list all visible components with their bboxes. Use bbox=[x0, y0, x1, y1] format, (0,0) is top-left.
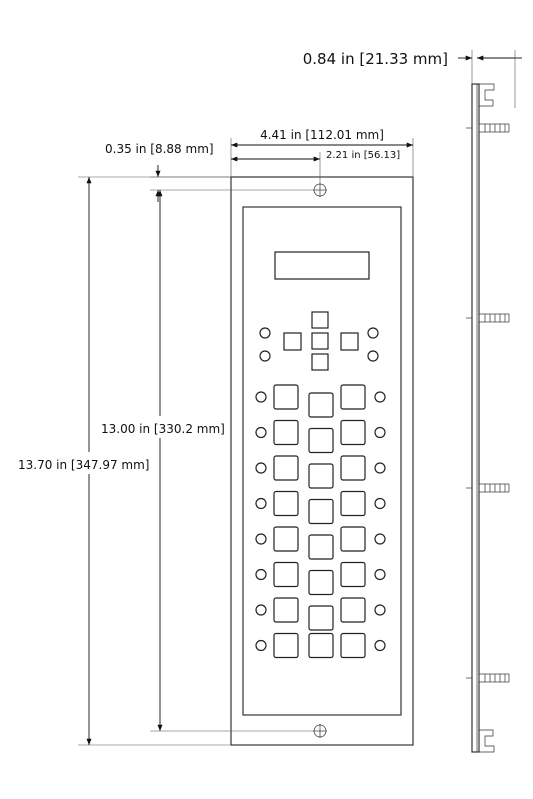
nav-key-up bbox=[311, 311, 329, 329]
side-profile bbox=[471, 83, 480, 753]
indicator-led bbox=[259, 327, 271, 339]
function-key bbox=[273, 526, 299, 552]
nav-key-down bbox=[311, 353, 329, 371]
row-led-right bbox=[374, 533, 386, 545]
depth-dimension-label: 0.84 in [21.33 mm] bbox=[303, 50, 448, 68]
function-key bbox=[340, 632, 366, 659]
side-connector bbox=[466, 123, 510, 133]
nav-key-center bbox=[311, 332, 329, 350]
function-key-rows bbox=[255, 384, 386, 659]
function-key bbox=[273, 384, 299, 410]
function-key bbox=[273, 561, 299, 588]
function-key bbox=[340, 597, 366, 623]
function-key bbox=[340, 490, 366, 517]
function-key bbox=[308, 463, 334, 489]
indicator-led bbox=[259, 350, 271, 362]
row-led-right bbox=[374, 497, 386, 510]
row-led-right bbox=[374, 604, 386, 616]
navigation-keypad bbox=[259, 311, 379, 371]
function-key bbox=[308, 605, 334, 631]
height-dimension-label: 13.70 in [347.97 mm] bbox=[18, 458, 149, 472]
bottom-clip bbox=[479, 729, 495, 753]
side-connector bbox=[466, 313, 510, 323]
function-key bbox=[340, 384, 366, 410]
width-dimension-label: 4.41 in [112.01 mm] bbox=[260, 128, 384, 142]
function-key bbox=[273, 632, 299, 659]
function-key bbox=[340, 419, 366, 446]
function-key bbox=[308, 392, 334, 418]
function-key bbox=[273, 419, 299, 446]
function-key bbox=[308, 498, 334, 525]
side-connectors bbox=[466, 123, 510, 683]
nav-key-left bbox=[283, 332, 302, 351]
row-led-right bbox=[374, 391, 386, 403]
dimension-annotations: 0.84 in [21.33 mm] 4.41 in [112.01 mm] 2… bbox=[18, 50, 522, 746]
hole-spacing-dimension-label: 13.00 in [330.2 mm] bbox=[101, 422, 225, 436]
function-key bbox=[308, 534, 334, 560]
row-led-left bbox=[255, 568, 267, 581]
hole-offset-dimension-label: 0.35 in [8.88 mm] bbox=[105, 142, 214, 156]
function-key bbox=[273, 490, 299, 517]
top-clip bbox=[479, 83, 495, 107]
row-led-right bbox=[374, 568, 386, 581]
row-led-left bbox=[255, 604, 267, 616]
function-key bbox=[273, 597, 299, 623]
side-connector bbox=[466, 483, 510, 493]
nav-key-right bbox=[340, 332, 359, 351]
row-led-right bbox=[374, 426, 386, 439]
row-led-right bbox=[374, 462, 386, 474]
function-key bbox=[308, 427, 334, 454]
row-led-left bbox=[255, 497, 267, 510]
function-key bbox=[340, 455, 366, 481]
function-key bbox=[340, 526, 366, 552]
indicator-led bbox=[367, 350, 379, 362]
row-led-left bbox=[255, 533, 267, 545]
function-key bbox=[273, 455, 299, 481]
row-led-left bbox=[255, 391, 267, 403]
half-width-dimension-label: 2.21 in [56.13] bbox=[326, 150, 400, 161]
lcd-display-window bbox=[274, 251, 370, 280]
function-key bbox=[340, 561, 366, 588]
indicator-led bbox=[367, 327, 379, 339]
front-view bbox=[230, 176, 414, 746]
row-led-left bbox=[255, 639, 267, 652]
function-key bbox=[308, 569, 334, 596]
row-led-left bbox=[255, 426, 267, 439]
function-key bbox=[308, 632, 334, 659]
row-led-right bbox=[374, 639, 386, 652]
row-led-left bbox=[255, 462, 267, 474]
side-view bbox=[466, 83, 510, 753]
side-connector bbox=[466, 673, 510, 683]
